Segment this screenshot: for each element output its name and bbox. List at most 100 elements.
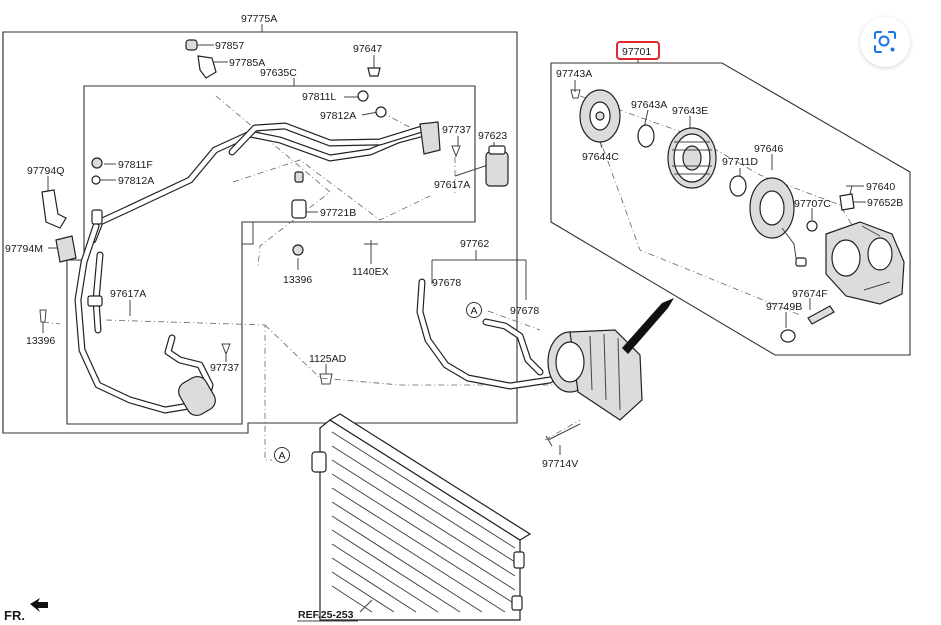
- cap-97811F: [91, 157, 103, 169]
- leader-dash: [544, 419, 581, 441]
- leader-dash: [589, 111, 801, 316]
- part-label: 97737: [442, 124, 471, 136]
- coil-97646: [749, 177, 807, 267]
- oring-97749B: [780, 329, 796, 343]
- nut-13396: [292, 244, 304, 256]
- clutch-plate-97644C: [579, 89, 621, 143]
- compressor: [547, 329, 643, 421]
- part-label: 97643A: [631, 99, 667, 111]
- pin-97640: [846, 185, 853, 195]
- cap-97811L: [357, 90, 369, 102]
- snap-ring-97643A: [637, 124, 655, 148]
- bolt-97743A: [570, 89, 581, 99]
- bolt-1125AD: [319, 373, 333, 385]
- part-label: 97652B: [867, 197, 903, 209]
- compressor-hose-1-inner: [417, 279, 553, 389]
- part-label: 97644C: [582, 151, 619, 163]
- part-label: 97812A: [320, 110, 356, 122]
- reference-marker-a: [274, 447, 290, 463]
- leader-line: [361, 111, 379, 116]
- bolt-1140EX: [364, 240, 378, 248]
- part-label: 97635C: [260, 67, 297, 79]
- hose-fitting: [91, 209, 103, 225]
- lens-search-button[interactable]: [860, 17, 910, 67]
- leader-dash: [42, 321, 61, 325]
- part-label: 97640: [866, 181, 895, 193]
- part-label: 97812A: [118, 175, 154, 187]
- block-fitting: [419, 121, 441, 155]
- valve-cap: [294, 171, 304, 183]
- ref-leader: [359, 599, 373, 613]
- clip-97737-top: [451, 145, 461, 158]
- leader-dash: [232, 159, 431, 221]
- part-label: 97811F: [118, 159, 153, 171]
- part-label: 97711D: [722, 156, 758, 168]
- valve-97674F: [807, 305, 835, 325]
- reference-marker-a-label: A: [278, 450, 285, 462]
- leader-dash: [380, 111, 431, 139]
- part-label: 97721B: [320, 207, 356, 219]
- part-label: 97762: [460, 238, 489, 250]
- part-label: 97811L: [302, 91, 336, 103]
- clip-97785A: [197, 55, 217, 79]
- pulley-97643E: [667, 127, 717, 189]
- liquid-line-left-inner: [75, 223, 198, 413]
- part-label: 97647: [353, 43, 382, 55]
- compressor-hose-2-inner: [483, 319, 543, 375]
- assembly-box-97775A-left: [2, 32, 248, 434]
- oring-97812A: [375, 106, 387, 118]
- part-label: 97775A: [241, 13, 277, 25]
- compressor-hose-1: [416, 278, 554, 390]
- bolt-97714V: [545, 423, 581, 447]
- part-label: 97674F: [792, 288, 828, 300]
- part-label: 97737: [210, 362, 239, 374]
- part-label: 97623: [478, 130, 507, 142]
- leader-dash: [487, 310, 541, 331]
- assembly-box-97701: [550, 62, 911, 356]
- snap-ring-97711D: [729, 175, 747, 197]
- cap-97857: [185, 39, 198, 51]
- reference-marker-a-label: A: [470, 305, 477, 317]
- part-label: 97678: [510, 305, 539, 317]
- hose-fitting: [87, 295, 103, 307]
- part-label: 97749B: [766, 301, 802, 313]
- muffler: [178, 375, 216, 417]
- bracket-97652B: [839, 193, 855, 211]
- clip-97737: [221, 343, 231, 356]
- part-label: 97643E: [672, 105, 708, 117]
- part-label: 97646: [754, 143, 783, 155]
- pointer-arrow: [622, 298, 674, 354]
- front-label: FR.: [4, 608, 25, 623]
- highlight-97701: [616, 41, 660, 60]
- part-label: 97857: [215, 40, 244, 52]
- clamp-97794M: [55, 235, 77, 263]
- condenser: [311, 413, 532, 621]
- leader-line: [454, 164, 489, 177]
- bolt-97647: [367, 67, 381, 77]
- leader-dash: [105, 319, 272, 461]
- part-label: 97794M: [5, 243, 43, 255]
- front-arrow-icon: [30, 598, 48, 612]
- part-label: 13396: [283, 274, 312, 286]
- oring-97707C: [806, 220, 818, 232]
- part-label: 97707C: [794, 198, 831, 210]
- part-label: 1140EX: [352, 266, 389, 278]
- assembly-box-97635C: [66, 85, 476, 425]
- receiver-drier: [485, 151, 509, 187]
- part-label-highlighted: 97701: [622, 46, 651, 58]
- reference-label: REF.25-253: [298, 609, 354, 621]
- receiver-cap: [488, 145, 506, 155]
- discharge-hose-inner: [229, 123, 428, 155]
- leader-dash: [579, 95, 871, 256]
- bracket-97794Q: [41, 189, 67, 229]
- part-label: 97785A: [229, 57, 265, 69]
- leader-dash: [215, 95, 331, 267]
- valve-97721B: [291, 199, 307, 219]
- part-label: 97678: [432, 277, 461, 289]
- reference-marker-a: [466, 302, 482, 318]
- oring-97812A-left: [91, 175, 101, 185]
- pin-13396-left: [39, 309, 47, 323]
- part-label: 13396: [26, 335, 55, 347]
- part-label: 97794Q: [27, 165, 64, 177]
